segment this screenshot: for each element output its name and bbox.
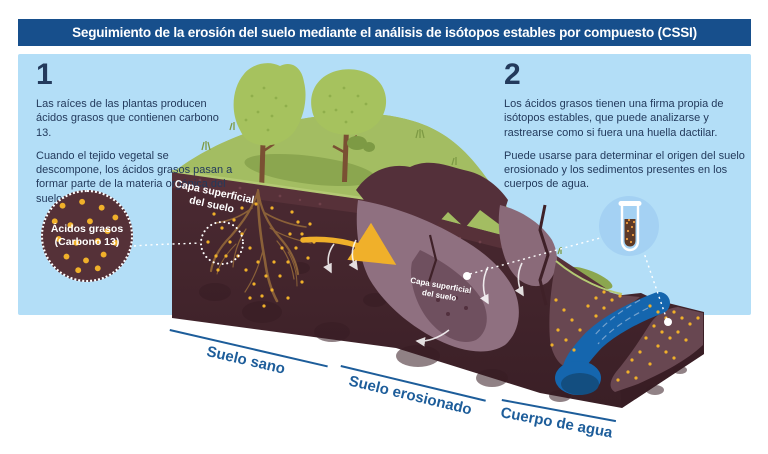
carbon13-dots-circle-icon: Ácidos grasos (Carbono 13) — [41, 190, 133, 282]
test-tube-icon — [599, 196, 659, 256]
soil-stones — [199, 262, 687, 402]
fatty-acids-label: Ácidos grasos (Carbono 13) — [43, 192, 131, 280]
bush — [347, 136, 375, 152]
fatty-acids-label-line1: Ácidos grasos — [50, 223, 124, 236]
sediment-dots — [550, 290, 700, 382]
step-2-number: 2 — [504, 58, 521, 91]
step-1-block: 1 Las raíces de las plantas producen áci… — [36, 60, 234, 215]
water-body — [549, 260, 703, 395]
tree-left — [233, 63, 306, 192]
title-bar: Seguimiento de la erosión del suelo medi… — [18, 19, 751, 46]
dotted-connectors — [133, 237, 668, 321]
step-2-block: 2 Los ácidos grasos tienen una firma pro… — [504, 60, 754, 201]
step-1-paragraph-1: Las raíces de las plantas producen ácido… — [36, 98, 219, 139]
fatty-acid-dots — [51, 198, 119, 274]
sample-point-soil — [463, 272, 471, 280]
step-1-paragraph-2: Cuando el tejido vegetal se descompone, … — [36, 149, 233, 205]
step-2-paragraph-1: Los ácidos grasos tienen una firma propi… — [504, 98, 724, 139]
tree-right — [311, 69, 387, 182]
trees — [233, 63, 387, 192]
eroded-gully — [356, 162, 557, 352]
fatty-acids-label-line2: (Carbono 13) — [54, 236, 120, 248]
soil-movement-arrows — [323, 239, 524, 347]
step-2-paragraph-2: Puede usarse para determinar el origen d… — [504, 149, 745, 191]
erosion-flow-arrow — [300, 222, 397, 265]
sample-point-water — [664, 318, 672, 326]
carbon13-dots — [206, 202, 316, 308]
page-title: Seguimiento de la erosión del suelo medi… — [72, 25, 697, 40]
gully-debris — [436, 286, 470, 316]
root-zoom-dotted-circle — [200, 221, 244, 265]
step-1-number: 1 — [36, 58, 53, 91]
